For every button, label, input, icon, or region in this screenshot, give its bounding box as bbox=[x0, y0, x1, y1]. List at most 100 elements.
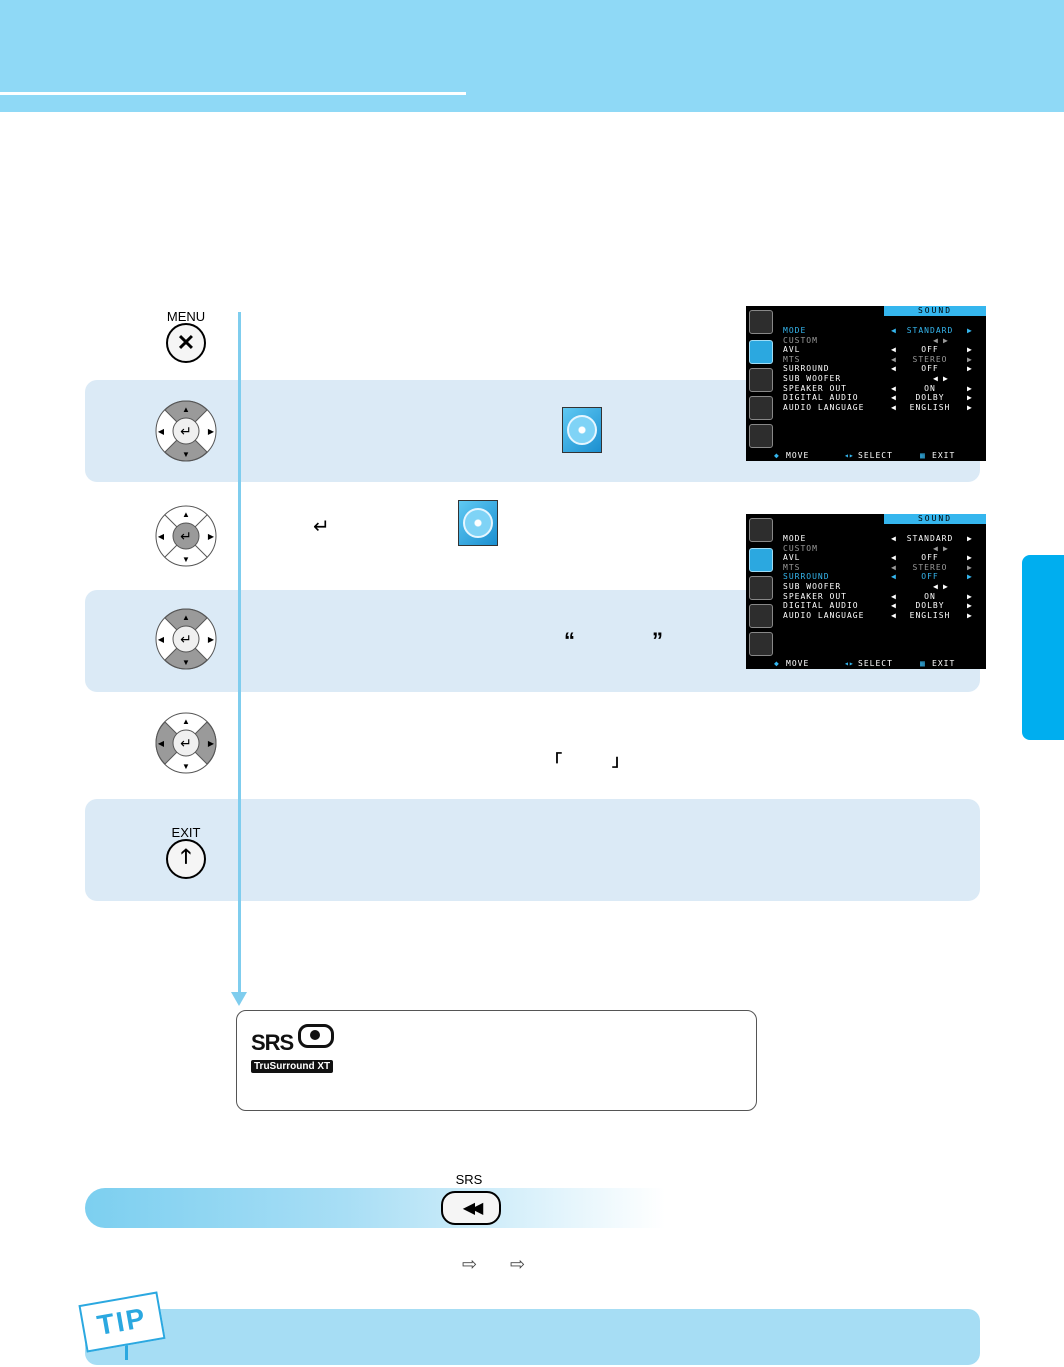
osd-row-value: DOLBY bbox=[915, 393, 945, 403]
setup-icon bbox=[749, 396, 773, 420]
osd-exit: EXIT bbox=[932, 659, 956, 668]
svg-text:◀: ◀ bbox=[158, 427, 165, 436]
osd-row-value: STEREO bbox=[912, 562, 948, 572]
section-tab bbox=[1022, 555, 1064, 740]
left-arrow-icon: ◀ bbox=[933, 374, 938, 383]
osd-row: MTS◀STEREO▶ bbox=[783, 563, 983, 573]
osd-row-value: OFF bbox=[921, 553, 939, 563]
left-arrow-icon: ◀ bbox=[891, 364, 896, 374]
osd-row-value: OFF bbox=[921, 345, 939, 355]
right-arrow-icon: ▶ bbox=[967, 402, 972, 412]
sound-menu-icon-2 bbox=[458, 500, 498, 546]
osd-row: DIGITAL AUDIO◀DOLBY▶ bbox=[783, 601, 983, 611]
left-arrow-icon: ◀ bbox=[891, 591, 896, 601]
osd-row: SUB WOOFER◀▶ bbox=[783, 374, 983, 384]
left-arrow-icon: ◀ bbox=[891, 383, 896, 393]
right-arrow-icon: ▶ bbox=[967, 364, 972, 374]
osd-row-label: CUSTOM bbox=[783, 335, 818, 345]
open-bracket: 「 bbox=[546, 753, 563, 770]
svg-text:▶: ▶ bbox=[208, 739, 215, 748]
exit-button-label: EXIT bbox=[171, 825, 201, 840]
svg-text:▲: ▲ bbox=[182, 510, 190, 519]
right-arrow-icon: ▶ bbox=[967, 591, 972, 601]
svg-text:▼: ▼ bbox=[182, 450, 190, 459]
navigation-pad-up-down-2[interactable]: ↵ ▲ ▼ ◀ ▶ bbox=[155, 608, 217, 670]
close-bracket: 」 bbox=[612, 753, 629, 770]
osd-row-label: SUB WOOFER bbox=[783, 582, 842, 591]
osd-row-label: MODE bbox=[783, 326, 807, 335]
right-arrow-icon: ▶ bbox=[967, 534, 972, 543]
osd-move: MOVE bbox=[786, 659, 810, 668]
svg-text:▲: ▲ bbox=[182, 405, 190, 414]
svg-text:↵: ↵ bbox=[180, 528, 192, 544]
menu-button[interactable]: ✕ bbox=[166, 323, 206, 363]
channel-icon bbox=[749, 576, 773, 600]
osd-exit: EXIT bbox=[932, 451, 956, 460]
osd-row-label: AUDIO LANGUAGE bbox=[783, 610, 865, 620]
osd-row-value: ENGLISH bbox=[909, 402, 951, 412]
sound-icon bbox=[749, 340, 773, 364]
srs-logo-brand: SRS bbox=[251, 1030, 294, 1055]
arrow-up-icon: 🡑 bbox=[180, 846, 192, 868]
sound-icon bbox=[749, 548, 773, 572]
left-arrow-icon: ◀ bbox=[891, 345, 896, 355]
srs-logo-sub: TruSurround XT bbox=[251, 1060, 334, 1073]
osd-row-label: SUB WOOFER bbox=[783, 374, 842, 383]
left-arrow-icon: ◀ bbox=[933, 582, 938, 591]
left-arrow-icon: ◀ bbox=[933, 543, 938, 553]
open-quote: “ bbox=[564, 628, 575, 653]
right-arrow-icon: ▶ bbox=[967, 562, 972, 572]
exit-button[interactable]: 🡑 bbox=[166, 839, 206, 879]
srs-button[interactable]: ◀◀ bbox=[441, 1191, 501, 1225]
left-arrow-icon: ◀ bbox=[891, 534, 896, 543]
left-arrow-icon: ◀ bbox=[933, 335, 938, 345]
right-arrow-icon: ▶ bbox=[943, 335, 948, 345]
left-arrow-icon: ◀ bbox=[891, 562, 896, 572]
svg-text:▲: ▲ bbox=[182, 613, 190, 622]
left-arrow-icon: ◀ bbox=[891, 572, 896, 582]
osd-row: SUB WOOFER ◀ ▶ bbox=[783, 582, 983, 592]
navigation-pad-left-right[interactable]: ↵ ▲ ▼ ◀ ▶ bbox=[155, 712, 217, 774]
left-arrow-icon: ◀ bbox=[891, 402, 896, 412]
osd-row-label: MODE bbox=[783, 534, 807, 543]
osd-row-label: AVL bbox=[783, 345, 801, 355]
close-icon: ✕ bbox=[176, 330, 196, 355]
svg-text:▲: ▲ bbox=[182, 717, 190, 726]
svg-text:▶: ▶ bbox=[208, 532, 215, 541]
osd-row: MODE◀STANDARD▶ bbox=[783, 326, 983, 336]
left-arrow-icon: ◀ bbox=[891, 610, 896, 620]
osd-row-label: MTS bbox=[783, 354, 801, 364]
osd-row: SPEAKER OUT◀ON▶ bbox=[783, 592, 983, 602]
right-arrow-icon: ▶ bbox=[943, 543, 948, 553]
osd-row: AUDIO LANGUAGE◀ENGLISH▶ bbox=[783, 611, 983, 621]
left-arrow-icon: ◀ bbox=[891, 326, 896, 335]
srs-section-band bbox=[85, 1188, 665, 1228]
navigation-pad-enter[interactable]: ↵ ▲ ▼ ◀ ▶ bbox=[155, 505, 217, 567]
osd-footer: ◆ MOVE ◂▸ SELECT ▦ EXIT bbox=[774, 451, 956, 460]
svg-text:↵: ↵ bbox=[180, 735, 192, 751]
osd-row: AVL◀OFF▶ bbox=[783, 553, 983, 563]
osd-row-label: SURROUND bbox=[783, 572, 830, 582]
osd-title: SOUND bbox=[884, 306, 986, 316]
osd-row: SURROUND◀OFF▶ bbox=[783, 572, 983, 582]
svg-text:◀: ◀ bbox=[158, 532, 165, 541]
left-arrow-icon: ◀ bbox=[891, 553, 896, 563]
osd-row-value: DOLBY bbox=[915, 601, 945, 611]
osd-row-value: OFF bbox=[921, 572, 939, 582]
osd-row-value: STEREO bbox=[912, 354, 948, 364]
osd-move: MOVE bbox=[786, 451, 810, 460]
left-arrow-icon: ◀ bbox=[891, 393, 896, 403]
svg-text:▼: ▼ bbox=[182, 762, 190, 771]
navigation-pad-up-down[interactable]: ↵ ▲ ▼ ◀ ▶ bbox=[155, 400, 217, 462]
tip-post bbox=[125, 1338, 128, 1360]
srs-speaker-icon bbox=[297, 1024, 334, 1048]
srs-button-label: SRS bbox=[455, 1172, 483, 1187]
osd-select: SELECT bbox=[858, 451, 893, 460]
osd-row: SURROUND◀OFF▶ bbox=[783, 364, 983, 374]
right-arrow-icon: ▶ bbox=[943, 582, 948, 591]
osd-sound-menu-2: SOUND ◆ MOVE ◂▸ SELECT ▦ EXIT MODE◀STAND… bbox=[746, 514, 986, 669]
input-icon bbox=[749, 424, 773, 448]
osd-row-label: DIGITAL AUDIO bbox=[783, 601, 859, 611]
osd-sound-menu-1: SOUND ◆ MOVE ◂▸ SELECT ▦ EXIT MODE◀STAND… bbox=[746, 306, 986, 461]
menu-button-label: MENU bbox=[166, 309, 206, 324]
